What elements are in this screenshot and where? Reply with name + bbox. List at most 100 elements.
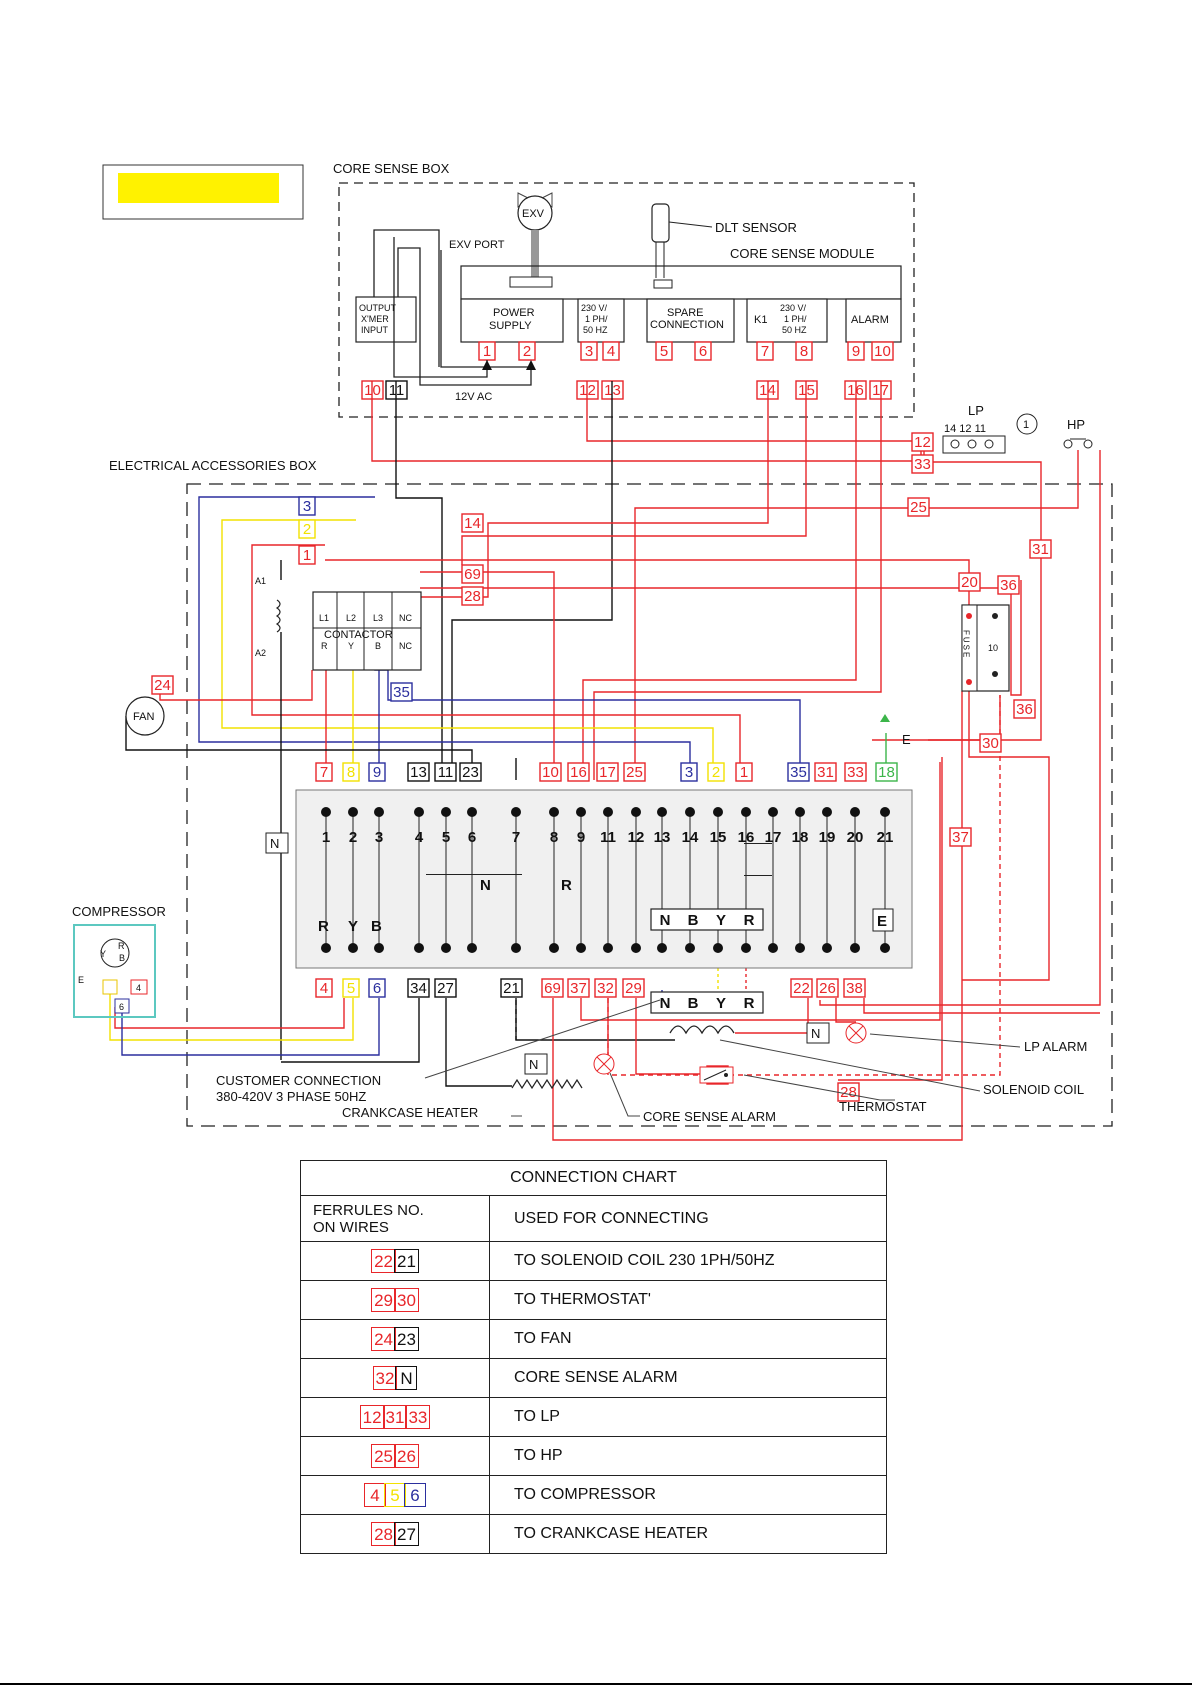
wire-33 bbox=[445, 998, 512, 1087]
electrical-accessories-box bbox=[186, 483, 1113, 1127]
svg-text:31: 31 bbox=[817, 764, 834, 781]
wire-9 bbox=[634, 450, 1079, 780]
wire-10 bbox=[819, 450, 1101, 1006]
wire-7 bbox=[593, 381, 882, 780]
svg-text:FUSE: FUSE bbox=[962, 630, 971, 659]
svg-text:R: R bbox=[744, 912, 755, 929]
wire-ferrule-20: 20 bbox=[958, 572, 981, 592]
top-ferrule-13: 13 bbox=[407, 762, 430, 782]
svg-text:20: 20 bbox=[961, 574, 978, 591]
svg-text:7: 7 bbox=[320, 764, 328, 781]
svg-text:13: 13 bbox=[654, 829, 671, 846]
wire-6 bbox=[582, 381, 857, 780]
fuse-holder: FUSE 10 bbox=[961, 604, 1010, 692]
chart-description: TO THERMOSTAT' bbox=[489, 1280, 887, 1320]
12v-ac-label: 12V AC bbox=[455, 391, 492, 403]
svg-text:CONTACTOR: CONTACTOR bbox=[324, 629, 393, 641]
wire-ferrule-35: 35 bbox=[390, 682, 413, 702]
compressor-block: Y R B E 4 6 bbox=[73, 924, 156, 1018]
svg-text:14: 14 bbox=[682, 829, 699, 846]
svg-text:32: 32 bbox=[597, 980, 614, 997]
top-ferrule-11: 11 bbox=[434, 762, 457, 782]
svg-text:EXV: EXV bbox=[522, 208, 545, 220]
svg-text:8: 8 bbox=[347, 764, 355, 781]
svg-text:1 PH/: 1 PH/ bbox=[784, 314, 807, 324]
svg-text:230 V/: 230 V/ bbox=[581, 303, 608, 313]
coil-icon bbox=[275, 599, 281, 633]
bottom-ferrule-32: 32 bbox=[594, 978, 617, 998]
svg-text:35: 35 bbox=[393, 684, 410, 701]
wire-ferrule-12: 12 bbox=[911, 432, 934, 452]
svg-text:B: B bbox=[375, 641, 381, 651]
chart-ferrule-chip: 27 bbox=[394, 1522, 419, 1546]
svg-text:B: B bbox=[119, 953, 125, 963]
svg-text:15: 15 bbox=[710, 829, 727, 846]
crankcase-heater-label: CRANKCASE HEATER bbox=[342, 1105, 478, 1120]
svg-text:34: 34 bbox=[410, 980, 427, 997]
fan-icon: FAN bbox=[125, 696, 165, 736]
bottom-ferrule-6: 6 bbox=[368, 978, 386, 998]
svg-text:4: 4 bbox=[607, 343, 615, 360]
svg-text:E: E bbox=[877, 913, 887, 930]
wire-41 bbox=[863, 998, 1100, 1014]
chart-ferrule-chip: 26 bbox=[394, 1444, 419, 1468]
terminal-6: 6 bbox=[467, 807, 477, 953]
bottom-ferrule-21: 21 bbox=[500, 978, 523, 998]
svg-text:N: N bbox=[660, 995, 671, 1012]
bottom-ferrule-69: 69 bbox=[541, 978, 564, 998]
wire-14 bbox=[420, 571, 555, 780]
chart-col-used-for: USED FOR CONNECTING bbox=[489, 1195, 887, 1242]
svg-text:NC: NC bbox=[399, 613, 412, 623]
wire-8 bbox=[920, 450, 1042, 741]
wire-25 bbox=[872, 695, 1001, 741]
svg-text:N: N bbox=[660, 912, 671, 929]
hp-switch-icon bbox=[1063, 438, 1093, 449]
wiring bbox=[109, 381, 1101, 1141]
terminal-18: 18 bbox=[792, 807, 808, 953]
svg-text:37: 37 bbox=[570, 980, 587, 997]
svg-text:17: 17 bbox=[765, 829, 782, 846]
svg-text:50 HZ: 50 HZ bbox=[782, 325, 807, 335]
earth-arrow-icon bbox=[880, 714, 890, 722]
svg-text:Y: Y bbox=[716, 912, 726, 929]
solenoid-coil-label: SOLENOID COIL bbox=[983, 1082, 1084, 1097]
core-terminal-4: 4 bbox=[602, 341, 620, 361]
wire-1 bbox=[586, 381, 922, 442]
exv-valve: EXV bbox=[517, 192, 553, 278]
svg-text:Y: Y bbox=[348, 918, 358, 935]
rybe-labels: R Y B bbox=[318, 918, 382, 935]
bottom-ferrule-29: 29 bbox=[622, 978, 645, 998]
neutral-box-core-alarm: N bbox=[524, 1053, 548, 1075]
svg-text:33: 33 bbox=[847, 764, 864, 781]
core-terminal-5: 5 bbox=[655, 341, 673, 361]
svg-text:22: 22 bbox=[793, 980, 810, 997]
top-ferrule-8: 8 bbox=[342, 762, 360, 782]
contactor: L1 L2 L3 NC CONTACTOR R Y B NC bbox=[312, 591, 422, 671]
svg-text:19: 19 bbox=[819, 829, 836, 846]
svg-text:9: 9 bbox=[852, 343, 860, 360]
svg-text:6: 6 bbox=[119, 1002, 124, 1012]
chart-ferrule-chip: 22 bbox=[371, 1249, 396, 1273]
module-blocks bbox=[355, 296, 902, 343]
svg-text:SPARE: SPARE bbox=[667, 307, 703, 319]
svg-text:N: N bbox=[811, 1026, 820, 1041]
thermostat-icon bbox=[699, 1066, 734, 1084]
wire-12 bbox=[221, 519, 714, 780]
svg-text:1: 1 bbox=[483, 343, 491, 360]
svg-text:9: 9 bbox=[373, 764, 381, 781]
svg-text:6: 6 bbox=[699, 343, 707, 360]
wire-11 bbox=[198, 496, 691, 780]
wire-ferrule-33: 33 bbox=[911, 454, 934, 474]
svg-text:L3: L3 bbox=[373, 613, 383, 623]
svg-text:B: B bbox=[688, 912, 699, 929]
terminal-17: 17 bbox=[765, 807, 782, 953]
bottom-ferrule-37: 37 bbox=[567, 978, 590, 998]
svg-text:28: 28 bbox=[840, 1084, 857, 1101]
hp-label: HP bbox=[1067, 417, 1085, 432]
